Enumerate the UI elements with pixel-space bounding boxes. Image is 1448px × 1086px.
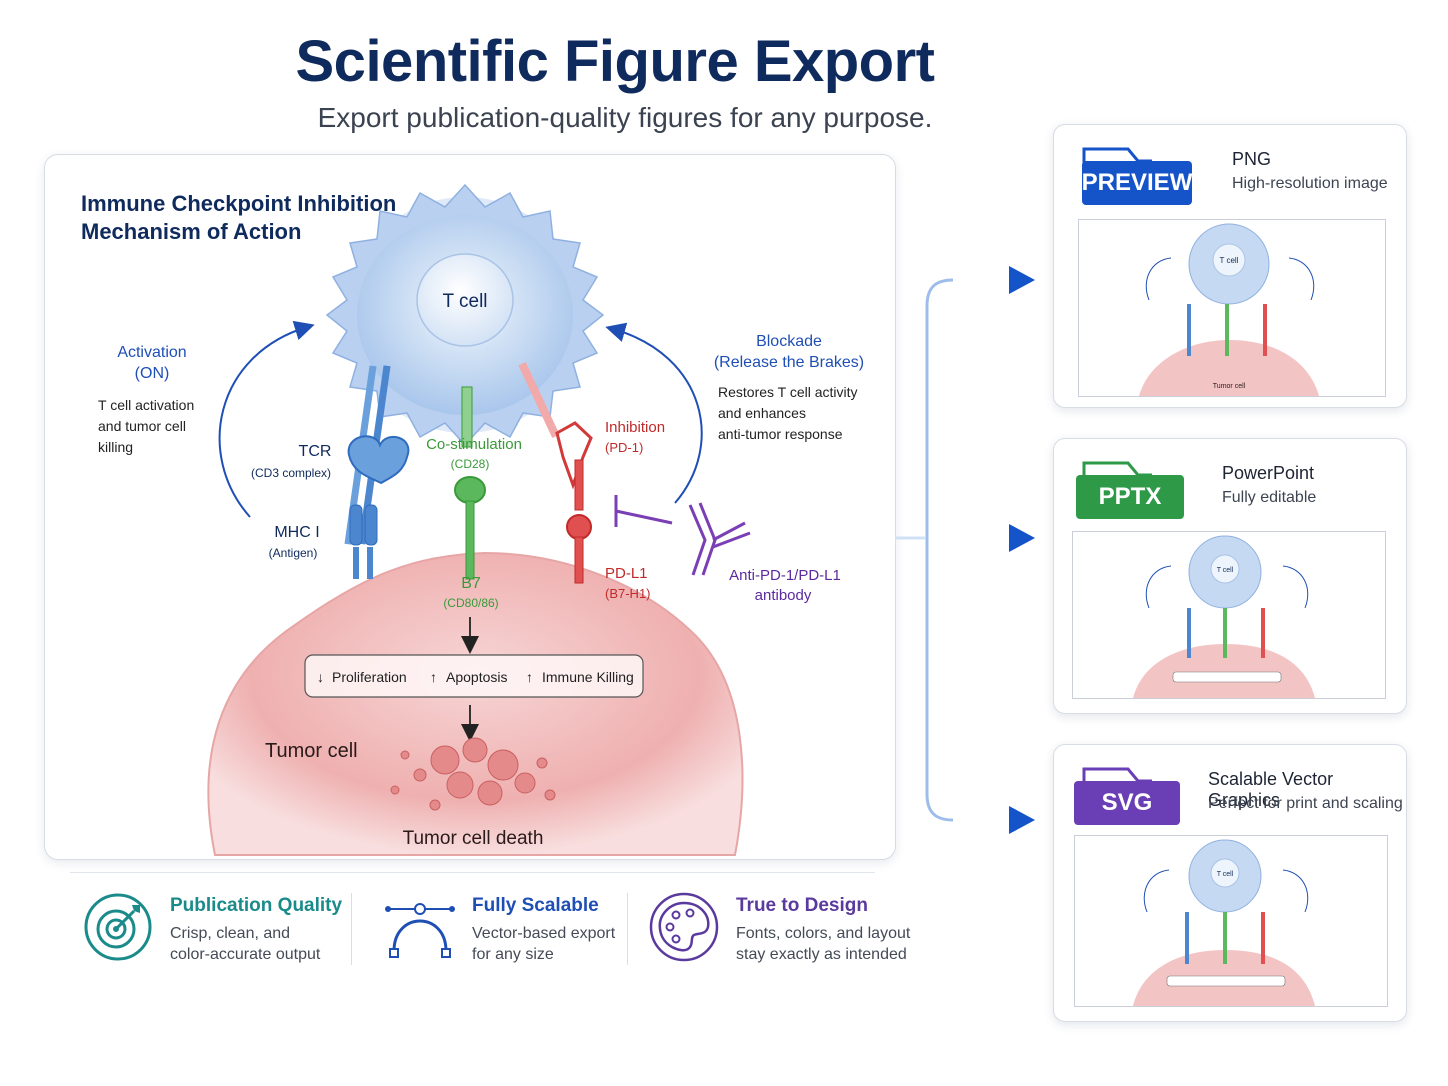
thumbnail-diagram: T cell (1133, 839, 1315, 1006)
palette-icon (649, 892, 719, 962)
feature-desc-line2: color-accurate output (170, 946, 321, 963)
activation-arrow (218, 320, 315, 518)
arrow-to-svg (1009, 806, 1035, 834)
mhc-sub: (Antigen) (269, 546, 318, 560)
activation-desc3: killing (98, 439, 133, 455)
pdl1-label: PD-L1 (605, 565, 648, 582)
costim-label: Co-stimulation (426, 436, 522, 453)
tumor-death-label: Tumor cell death (403, 828, 544, 849)
effect-immune-killing: Immune Killing (542, 669, 634, 685)
bezier-curve-icon (385, 903, 455, 958)
thumbnail-diagram: T cell Tumor cell (1139, 223, 1319, 396)
thumbnail-diagram: T cell (1133, 535, 1315, 698)
divider (627, 893, 628, 965)
blockade-title2: (Release the Brakes) (714, 354, 864, 371)
costim-receptor (454, 386, 486, 580)
format-name: Scalable Vector Graphics (1208, 769, 1334, 810)
effect-up-arrow-1: ↑ (430, 669, 437, 685)
feature-title: True to Design (736, 895, 868, 916)
diagram-title-line1: Immune Checkpoint Inhibition (81, 191, 396, 216)
format-card-svg[interactable]: SVG Scalable Vector Graphics Perfect for… (1053, 744, 1407, 1022)
thumb-tcell-label: T cell (1217, 871, 1234, 878)
format-badge: PREVIEW (1082, 161, 1192, 205)
format-desc: Perfect for print and scaling (1208, 795, 1403, 812)
activation-title1: Activation (117, 344, 186, 361)
feature-desc-line2: for any size (472, 946, 554, 963)
b7-sub: (CD80/86) (443, 596, 498, 610)
costim-sub: (CD28) (451, 457, 490, 471)
effect-up-arrow-2: ↑ (526, 669, 533, 685)
page-subtitle: Export publication-quality figures for a… (317, 102, 933, 133)
diagram-card: Immune Checkpoint Inhibition Mechanism o… (44, 154, 896, 860)
blockade-title1: Blockade (756, 333, 822, 350)
divider (351, 893, 352, 965)
blockade-arrow (605, 322, 703, 504)
tumor-cell-shape (207, 551, 744, 856)
feature-title: Fully Scalable (472, 895, 599, 916)
svg-thumbnail: T cell (1074, 835, 1388, 1007)
thumb-tcell-label: T cell (1220, 256, 1239, 265)
tcr-mhc-receptor (344, 365, 410, 579)
mechanism-diagram: Immune Checkpoint Inhibition Mechanism o… (81, 183, 864, 856)
feature-title: Publication Quality (170, 895, 343, 916)
arrow-to-pptx (1009, 524, 1035, 552)
b7-label: B7 (461, 575, 481, 592)
effect-proliferation: Proliferation (332, 669, 407, 685)
activation-title2: (ON) (135, 365, 170, 382)
format-name: PNG (1232, 149, 1272, 169)
feature-desc-line1: Crisp, clean, and (170, 925, 291, 942)
inhibition-sub: (PD-1) (605, 440, 643, 455)
format-badge: SVG (1074, 781, 1180, 825)
feature-desc-line1: Vector-based export (472, 925, 616, 942)
blockade-desc3: anti-tumor response (718, 426, 843, 442)
effect-down-arrow: ↓ (317, 669, 324, 685)
target-icon (84, 893, 152, 961)
page-title: Scientific Figure Export (295, 29, 936, 94)
format-card-pptx[interactable]: PPTX PowerPoint Fully editable T cell (1053, 438, 1407, 714)
format-card-png[interactable]: PREVIEW PNG High-resolution image T cell… (1053, 124, 1407, 408)
tcr-sub: (CD3 complex) (251, 466, 331, 480)
feature-desc-line2: stay exactly as intended (736, 946, 907, 963)
preview-thumbnail: T cell Tumor cell (1078, 219, 1386, 397)
antibody-icon (614, 495, 751, 576)
feature-desc: Vector-based export for any size (472, 923, 702, 965)
thumb-tumor-label: Tumor cell (1213, 383, 1246, 390)
tumor-death-fragments (390, 737, 556, 811)
t-cell-label: T cell (442, 291, 487, 312)
format-name: PowerPoint (1222, 463, 1315, 483)
activation-desc2: and tumor cell (98, 418, 186, 434)
feature-desc-line1: Fonts, colors, and layout (736, 925, 911, 942)
thumb-tcell-label: T cell (1217, 567, 1234, 574)
effect-apoptosis: Apoptosis (446, 669, 507, 685)
tumor-cell-label: Tumor cell (265, 740, 358, 762)
export-connector (895, 266, 1035, 834)
effects-box (304, 654, 644, 698)
mhc-label: MHC I (274, 524, 319, 541)
tcr-label: TCR (299, 443, 332, 460)
features-strip: Publication Quality Crisp, clean, and co… (70, 872, 910, 983)
pd1-receptor (518, 362, 593, 584)
arrow-to-png (1009, 266, 1035, 294)
diagram-title-line2: Mechanism of Action (81, 219, 301, 244)
format-desc: High-resolution image (1232, 175, 1388, 192)
inhibition-label: Inhibition (605, 419, 665, 436)
blockade-desc2: and enhances (718, 405, 806, 421)
pptx-thumbnail: T cell (1072, 531, 1386, 699)
antibody-label2: antibody (755, 587, 812, 604)
format-badge: PPTX (1076, 475, 1184, 519)
antibody-label1: Anti-PD-1/PD-L1 (729, 567, 841, 584)
pdl1-sub: (B7-H1) (605, 586, 651, 601)
feature-desc: Fonts, colors, and layout stay exactly a… (736, 923, 966, 965)
format-desc: Fully editable (1222, 489, 1317, 506)
blockade-desc1: Restores T cell activity (718, 384, 858, 400)
activation-desc1: T cell activation (98, 397, 194, 413)
feature-desc: Crisp, clean, and color-accurate output (170, 923, 400, 965)
